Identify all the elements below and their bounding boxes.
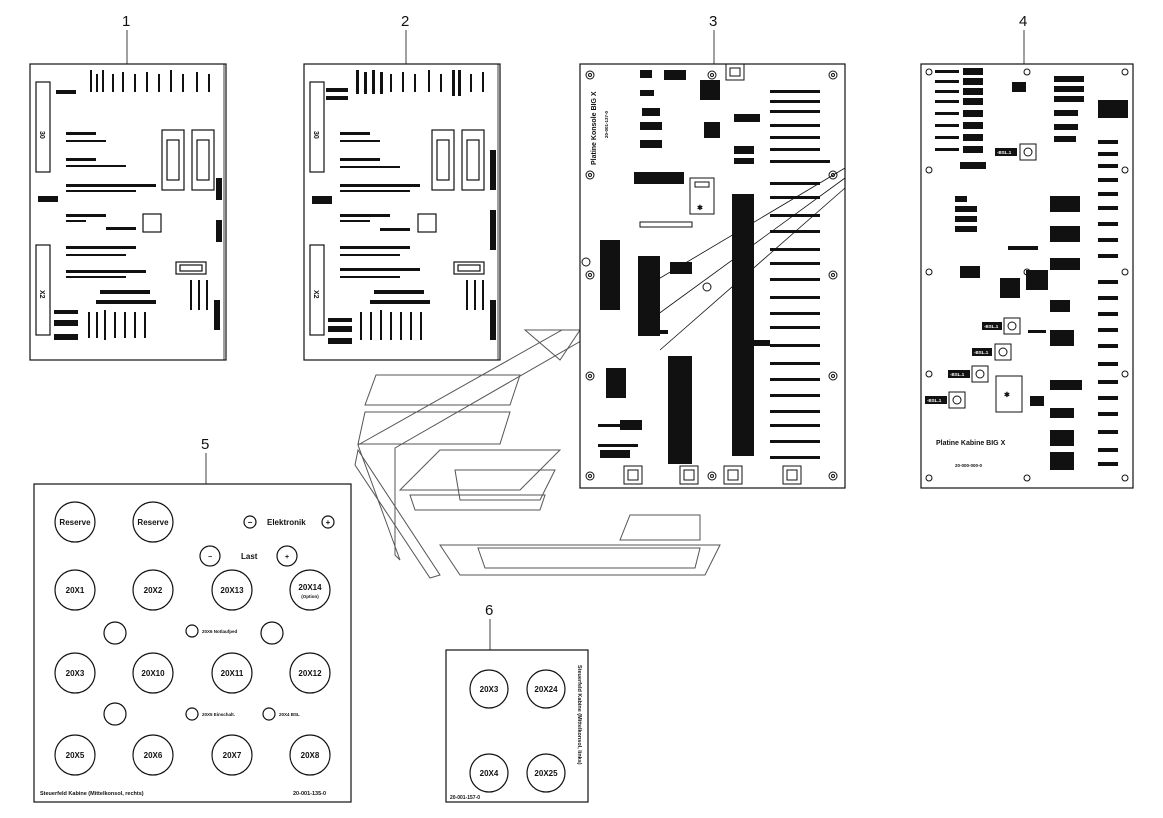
svg-text:20X3: 20X3 bbox=[66, 669, 85, 678]
svg-text:-BSL.1: -BSL.1 bbox=[984, 324, 999, 329]
svg-text:20X6 Notlaufped: 20X6 Notlaufped bbox=[202, 629, 238, 634]
leader-lines bbox=[639, 167, 846, 351]
fuse-symbol: ✱ bbox=[697, 204, 703, 212]
indicator-lamp-3 bbox=[103, 702, 127, 726]
indicator-lamp-2 bbox=[260, 621, 284, 645]
svg-text:20X4: 20X4 bbox=[480, 769, 499, 778]
indicator-lamp-1 bbox=[103, 621, 127, 645]
svg-text:-BSL.1: -BSL.1 bbox=[950, 372, 965, 377]
svg-text:20-000-000-0: 20-000-000-0 bbox=[955, 463, 983, 468]
svg-text:−: − bbox=[208, 554, 212, 561]
circuit-board-2: 30 X2 bbox=[303, 63, 501, 361]
svg-text:20X3: 20X3 bbox=[480, 685, 499, 694]
watermark-logo bbox=[354, 329, 721, 579]
button-20x3[interactable]: 20X3 bbox=[54, 652, 96, 694]
callout-3: 3 bbox=[709, 13, 717, 64]
button-20x13[interactable]: 20X13 bbox=[211, 569, 253, 611]
svg-text:20X4 BSL: 20X4 BSL bbox=[279, 712, 300, 717]
button-20x25[interactable]: 20X25 bbox=[526, 753, 566, 793]
panel5-footer-right: 20-001-135-0 bbox=[293, 791, 326, 797]
svg-text:6: 6 bbox=[485, 602, 493, 619]
svg-text:Reserve: Reserve bbox=[59, 518, 91, 527]
svg-text:20X6: 20X6 bbox=[144, 751, 163, 760]
svg-text:20X1: 20X1 bbox=[66, 586, 85, 595]
callout-5: 5 bbox=[201, 436, 209, 484]
svg-text:Platine Kabine BIG X: Platine Kabine BIG X bbox=[936, 440, 1006, 447]
svg-text:20X8: 20X8 bbox=[301, 751, 320, 760]
panel6-part-number: 20-001-157-0 bbox=[450, 795, 480, 801]
circuit-board-1: 30 X2 bbox=[29, 63, 227, 361]
button-20x24[interactable]: 20X24 bbox=[526, 669, 566, 709]
svg-text:20X5 Einschalt.: 20X5 Einschalt. bbox=[202, 712, 235, 717]
svg-text:-BSL.1: -BSL.1 bbox=[997, 150, 1012, 155]
elektronik-plus-button[interactable]: + bbox=[321, 515, 335, 529]
last-label: Last bbox=[241, 552, 258, 561]
control-panel-5: Reserve Reserve − Elektronik + − Last + … bbox=[33, 483, 352, 803]
button-20x2[interactable]: 20X2 bbox=[132, 569, 174, 611]
elektronik-label: Elektronik bbox=[267, 518, 306, 527]
relay-labels: -BSL.1 -BSL.1 -BSL.1 -BSL.1 -BSL.1 bbox=[925, 148, 1017, 404]
circuit-board-4: ✱ -BSL.1 -BSL.1 -BSL.1 -BSL.1 -BSL.1 Pla… bbox=[920, 63, 1134, 489]
svg-text:20X13: 20X13 bbox=[220, 586, 244, 595]
callout-4: 4 bbox=[1019, 13, 1027, 64]
button-20x4[interactable]: 20X4 bbox=[469, 753, 509, 793]
svg-text:5: 5 bbox=[201, 436, 209, 453]
svg-text:2: 2 bbox=[401, 13, 409, 30]
svg-text:-BSL.1: -BSL.1 bbox=[974, 350, 989, 355]
callout-6: 6 bbox=[485, 602, 493, 650]
svg-text:20X12: 20X12 bbox=[298, 669, 322, 678]
svg-text:20X10: 20X10 bbox=[141, 669, 165, 678]
svg-text:3: 3 bbox=[709, 13, 717, 30]
led-bsl bbox=[262, 707, 276, 721]
button-20x8[interactable]: 20X8 bbox=[289, 734, 331, 776]
panel6-side-label: Steuerfeld Kabine (Mittelkonsol, links) bbox=[576, 665, 582, 765]
button-20x14[interactable]: 20X14 (Option) bbox=[289, 569, 331, 611]
svg-text:20X24: 20X24 bbox=[534, 685, 558, 694]
svg-text:20-001-137-0: 20-001-137-0 bbox=[604, 110, 609, 138]
fuse-symbol-4: ✱ bbox=[1004, 391, 1010, 399]
circuit-board-3: Platine Konsole BIG X 20-001-137-0 ✱ bbox=[579, 63, 846, 489]
led-einschalt bbox=[185, 707, 199, 721]
button-20x6[interactable]: 20X6 bbox=[132, 734, 174, 776]
control-panel-6: 20X3 20X24 20X4 20X25 Steuerfeld Kabine … bbox=[445, 649, 589, 803]
svg-text:20X11: 20X11 bbox=[221, 669, 244, 678]
elektronik-minus-button[interactable]: − bbox=[243, 515, 257, 529]
reserve-button-1[interactable]: Reserve bbox=[54, 501, 96, 543]
last-minus-button[interactable]: − bbox=[199, 545, 221, 567]
svg-text:20X25: 20X25 bbox=[534, 769, 558, 778]
svg-text:1: 1 bbox=[122, 13, 130, 30]
callout-2: 2 bbox=[401, 13, 409, 64]
svg-text:Reserve: Reserve bbox=[137, 518, 169, 527]
button-20x7[interactable]: 20X7 bbox=[211, 734, 253, 776]
svg-text:X2: X2 bbox=[38, 290, 45, 299]
led-notlauf bbox=[185, 624, 199, 638]
svg-text:30: 30 bbox=[38, 131, 45, 139]
svg-text:−: − bbox=[248, 518, 253, 527]
svg-text:X2: X2 bbox=[312, 290, 319, 299]
svg-text:-BSL.1: -BSL.1 bbox=[927, 398, 942, 403]
reserve-button-2[interactable]: Reserve bbox=[132, 501, 174, 543]
button-20x10[interactable]: 20X10 bbox=[132, 652, 174, 694]
svg-text:+: + bbox=[285, 554, 289, 561]
svg-text:20X2: 20X2 bbox=[144, 586, 163, 595]
button-20x5[interactable]: 20X5 bbox=[54, 734, 96, 776]
button-20x11[interactable]: 20X11 bbox=[211, 652, 253, 694]
svg-text:(Option): (Option) bbox=[301, 594, 319, 599]
last-plus-button[interactable]: + bbox=[276, 545, 298, 567]
svg-text:4: 4 bbox=[1019, 13, 1027, 30]
svg-text:20X14: 20X14 bbox=[298, 583, 322, 592]
button-20x12[interactable]: 20X12 bbox=[289, 652, 331, 694]
button-20x1[interactable]: 20X1 bbox=[54, 569, 96, 611]
callout-1: 1 bbox=[122, 13, 130, 64]
panel5-footer-left: Steuerfeld Kabine (Mittelkonsol, rechts) bbox=[40, 791, 144, 797]
button-20x3-p6[interactable]: 20X3 bbox=[469, 669, 509, 709]
svg-text:Platine Konsole BIG X: Platine Konsole BIG X bbox=[591, 91, 598, 165]
svg-text:20X7: 20X7 bbox=[223, 751, 242, 760]
svg-text:30: 30 bbox=[312, 131, 319, 139]
svg-text:20X5: 20X5 bbox=[66, 751, 85, 760]
svg-text:+: + bbox=[326, 518, 331, 527]
